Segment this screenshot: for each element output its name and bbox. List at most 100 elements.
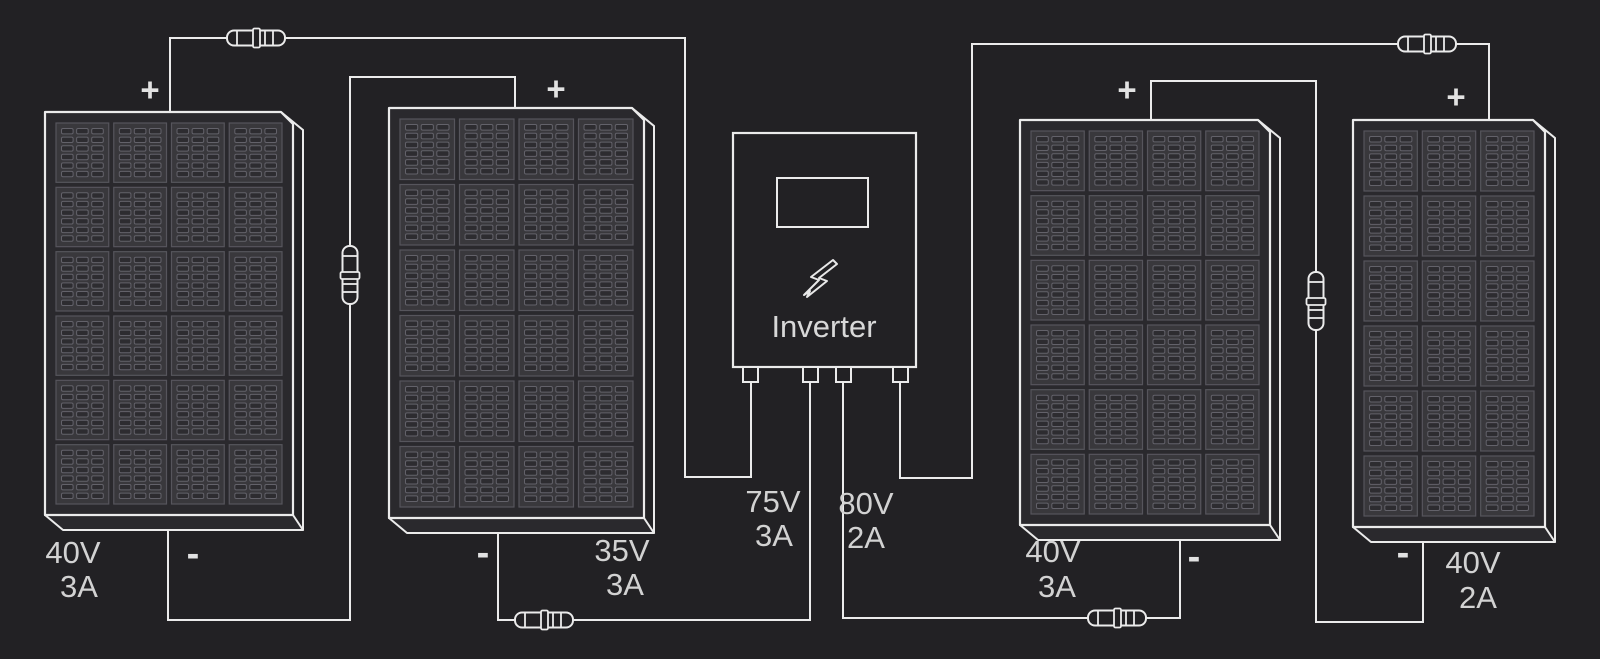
solar-cell-bar (234, 256, 247, 264)
solar-cell-bar (61, 419, 74, 427)
solar-cell-bar (264, 265, 277, 272)
solar-cell-bar (1167, 170, 1181, 178)
solar-cell-bar (1442, 153, 1456, 160)
solar-cell-bar (1457, 348, 1471, 355)
solar-cell-bar (1241, 282, 1255, 290)
solar-cell-bar (249, 411, 262, 418)
solar-cell-bar (1485, 170, 1499, 178)
solar-cell-bar (133, 492, 147, 500)
solar-cell-bar (1210, 265, 1224, 272)
solar-cell-bar (234, 321, 247, 328)
solar-cell-bar (264, 475, 277, 482)
inverter-terminal-1 (742, 366, 759, 383)
solar-cell-bar (1226, 265, 1239, 272)
solar-cell-bar (1210, 243, 1224, 251)
solar-cell-bar (614, 477, 628, 485)
solar-cell-bar (1183, 437, 1196, 445)
solar-cell-bar (234, 299, 247, 307)
solar-cell-bar (1066, 170, 1080, 178)
solar-cell-bar (1094, 347, 1108, 354)
solar-cell-bar (1516, 357, 1529, 364)
solar-cell-bar (1152, 468, 1166, 475)
solar-cell-bar (1485, 504, 1499, 511)
solar-cell-bar (1442, 469, 1456, 477)
solar-cell-bar (61, 329, 74, 337)
solar-cell-bar (91, 145, 104, 152)
solar-cell-bar (1516, 504, 1529, 511)
solar-cell-bar (599, 386, 613, 393)
solar-cell-bar (76, 466, 89, 474)
solar-cell-bar (1094, 429, 1108, 436)
solar-cell-bar (1066, 161, 1080, 169)
solar-cell-bar (264, 153, 277, 161)
solar-cell-bar (148, 321, 162, 328)
solar-cell-bar (583, 189, 597, 197)
solar-cell-bar (1427, 244, 1441, 251)
solar-cell-bar (480, 159, 494, 166)
solar-cell-bar (1036, 485, 1049, 492)
solar-cell-bar (191, 192, 205, 199)
solar-cell-bar (480, 207, 494, 214)
solar-cell-bar (1109, 330, 1123, 337)
solar-cell-bar (91, 256, 104, 264)
solar-cell-bar (176, 385, 190, 392)
solar-cell-bar (234, 428, 247, 435)
solar-cell-bar (405, 159, 419, 166)
solar-cell-bar (436, 150, 450, 157)
solar-cell-bar (555, 460, 569, 467)
solar-cell-bar (1500, 504, 1514, 511)
solar-cell-bar (1457, 153, 1471, 160)
solar-cell-bar (148, 256, 162, 264)
solar-cell-bar (480, 460, 494, 467)
solar-cell-bar (1427, 348, 1441, 355)
solar-cell-bar (420, 189, 434, 197)
solar-cell-bar (1369, 504, 1382, 511)
solar-cell-bar (1369, 478, 1382, 485)
solar-cell-bar (1427, 365, 1441, 373)
solar-cell-bar (614, 272, 628, 280)
solar-cell-bar (1124, 502, 1138, 510)
solar-cell-bar (1369, 439, 1382, 446)
solar-cell-bar (1485, 339, 1499, 347)
solar-cell-bar (1384, 469, 1398, 477)
solar-cell-bar (555, 451, 569, 459)
solar-cell-bar (405, 364, 419, 371)
solar-cell-bar (91, 200, 104, 208)
inverter-label: Inverter (771, 309, 876, 344)
solar-cell-bar (1369, 170, 1382, 178)
solar-cell-bar (1051, 468, 1065, 475)
solar-cell-bar (1210, 144, 1224, 152)
solar-cell-bar (234, 153, 247, 161)
solar-cell-bar (1094, 330, 1108, 337)
solar-cell-bar (76, 299, 89, 307)
solar-cell-bar (1124, 468, 1138, 475)
solar-cell-bar (249, 170, 262, 178)
solar-cell-bar (118, 492, 132, 500)
solar-cell-bar (1183, 209, 1196, 216)
solar-cell-bar (480, 477, 494, 485)
solar-cell-bar (1369, 162, 1382, 169)
solar-cell-bar (1226, 493, 1239, 501)
solar-cell-bar (1399, 179, 1413, 186)
panel3-negative-label: - (1188, 536, 1201, 578)
solar-cell-bar (555, 167, 569, 175)
solar-cell-bar (1500, 274, 1514, 282)
solar-cell-bar (1124, 420, 1138, 428)
solar-cell-bar (1183, 200, 1196, 208)
solar-cell-bar (1051, 429, 1065, 436)
solar-cell-bar (1369, 422, 1382, 429)
solar-cell-bar (176, 428, 190, 435)
solar-cell-bar (464, 132, 478, 140)
solar-cell-bar (1384, 292, 1398, 299)
solar-cell-bar (133, 162, 147, 169)
solar-cell-bar (1241, 493, 1255, 501)
solar-cell-bar (91, 192, 104, 199)
solar-cell-bar (614, 263, 628, 271)
solar-cell-bar (133, 466, 147, 474)
solar-cell-bar (1384, 487, 1398, 494)
solar-cell-bar (1241, 394, 1255, 402)
solar-cell-bar (420, 338, 434, 345)
solar-cell-bar (555, 338, 569, 345)
solar-cell-bar (1036, 144, 1049, 152)
solar-cell-bar (76, 153, 89, 161)
